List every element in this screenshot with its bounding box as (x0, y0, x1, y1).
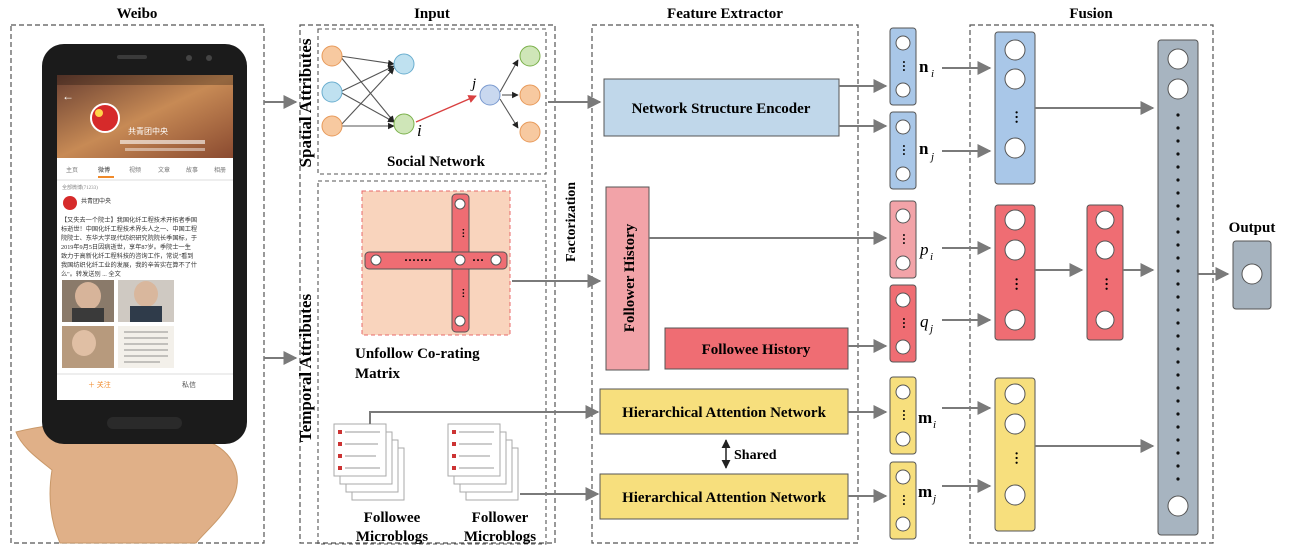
fusion-title: Fusion (1069, 6, 1113, 22)
back-arrow-icon[interactable]: ← (62, 89, 74, 103)
node-j-label: j (470, 76, 476, 92)
svg-text:致力于高新化纤工程科技的咨询工作，常说"看到: 致力于高新化纤工程科技的咨询工作，常说"看到 (61, 252, 193, 260)
svg-text:Followee History: Followee History (702, 342, 811, 358)
matrix-label-line2: Matrix (355, 366, 400, 382)
svg-text:我国纺织化纤工业的发展，我的辛苦实在算不了什: 我国纺织化纤工业的发展，我的辛苦实在算不了什 (61, 261, 197, 269)
input-title: Input (414, 6, 450, 22)
feature-extractor-title: Feature Extractor (667, 6, 783, 22)
follower-microblogs-line1: Follower (472, 510, 529, 526)
svg-text:···: ··· (897, 144, 911, 156)
svg-text:i: i (930, 251, 933, 263)
svg-text:···: ··· (1008, 277, 1023, 291)
account-name: 共青团中央 (128, 126, 168, 136)
svg-text:···: ··· (897, 317, 911, 329)
han-top: Hierarchical Attention Network (599, 388, 849, 435)
svg-text:m: m (918, 482, 932, 501)
svg-text:【又失去一个院士】我国化纤工程技术开拓者季国: 【又失去一个院士】我国化纤工程技术开拓者季国 (61, 216, 197, 224)
follow-button[interactable]: ＋ 关注 (88, 380, 111, 389)
followee-microblogs-line1: Followee (364, 510, 421, 526)
svg-text:j: j (931, 493, 936, 505)
svg-text:2019年9月5日因病逝世，享年87岁。季院士一生: 2019年9月5日因病逝世，享年87岁。季院士一生 (61, 243, 191, 251)
svg-text:j: j (928, 323, 933, 335)
svg-text:Hierarchical Attention Network: Hierarchical Attention Network (622, 405, 827, 421)
social-network-label: Social Network (387, 154, 486, 170)
fusion-yellow-layer: ··· (994, 377, 1036, 532)
tab-video[interactable]: 视频 (129, 166, 141, 174)
fusion-concat-layer (1157, 39, 1199, 536)
post-text: 【又失去一个院士】我国化纤工程技术开拓者季国 标逝世！中国化纤工程技术界头人之一… (61, 216, 197, 278)
weibo-title: Weibo (117, 6, 158, 22)
user-node (321, 45, 541, 143)
svg-text:Follower History: Follower History (622, 223, 638, 332)
factorization-label: Factorization (564, 182, 579, 262)
tab-stories[interactable]: 故事 (186, 166, 198, 174)
followee-microblogs-stack (333, 423, 405, 501)
svg-text:···: ··· (1008, 110, 1023, 124)
phone-illustration: ← 共青团中央 主页 微博 视频 文章 故事 相册 全部微博(71233) 共青… (15, 44, 247, 544)
svg-text:·······: ······· (404, 253, 432, 267)
edge-i-to-j (415, 95, 477, 123)
fusion-blue-layer: ··· (994, 31, 1036, 185)
svg-text:n: n (919, 139, 929, 158)
temporal-panel: ······· ··· ··· ··· Unfollow Co-rating M… (317, 180, 547, 545)
svg-text:···: ··· (897, 409, 911, 421)
svg-text:m: m (918, 408, 932, 427)
follower-history: Follower History (605, 186, 650, 371)
svg-text:i: i (931, 68, 934, 80)
fusion-red-layer-2: ··· (1086, 204, 1124, 341)
svg-text:···: ··· (457, 288, 468, 298)
vector-p-i: ··· p i (889, 200, 933, 279)
han-bottom: Hierarchical Attention Network (599, 473, 849, 520)
output-node: Output (1229, 220, 1276, 310)
tab-home[interactable]: 主页 (66, 166, 78, 174)
shared-label: Shared (734, 448, 777, 463)
vector-m-i: ··· m i (889, 376, 936, 455)
svg-text:q: q (920, 312, 929, 331)
profile-tabs: 主页 微博 视频 文章 故事 相册 (57, 166, 233, 181)
svg-text:···: ··· (1008, 451, 1023, 465)
vector-n-j: ··· n j (889, 111, 934, 190)
post-count: 全部微博(71233) (62, 184, 98, 191)
matrix-label-line1: Unfollow Co-rating (355, 346, 480, 362)
svg-text:n: n (919, 57, 929, 76)
svg-text:···: ··· (472, 253, 484, 267)
profile-cover (57, 75, 233, 158)
svg-text:院院士、东华大学现代纺织研究院院长季国标，于: 院院士、东华大学现代纺织研究院院长季国标，于 (61, 234, 197, 242)
output-label: Output (1229, 220, 1276, 236)
tab-album[interactable]: 相册 (214, 166, 226, 174)
svg-text:···: ··· (1098, 277, 1113, 291)
network-structure-encoder: Network Structure Encoder (603, 78, 840, 137)
follower-microblogs-stack (447, 423, 519, 501)
node-i-label: i (417, 121, 422, 140)
svg-text:···: ··· (897, 60, 911, 72)
followee-microblogs-line2: Microblogs (356, 529, 428, 545)
avatar (90, 103, 120, 133)
svg-text:···: ··· (457, 228, 468, 238)
followee-history: Followee History (664, 327, 849, 370)
follower-microblogs-line2: Microblogs (464, 529, 536, 545)
post-author: 共青团中央 (81, 197, 111, 205)
svg-text:···: ··· (897, 233, 911, 245)
input-section: Input (299, 6, 556, 544)
svg-text:么"。转发送别 ... 全文: 么"。转发送别 ... 全文 (61, 270, 121, 278)
temporal-attributes-label: Temporal Attributes (296, 294, 315, 443)
social-network-panel: i j Social Network (317, 28, 547, 175)
tab-articles[interactable]: 文章 (158, 166, 170, 174)
svg-text:···: ··· (897, 494, 911, 506)
post-photos (62, 280, 174, 368)
tab-weibo[interactable]: 微博 (98, 166, 110, 174)
svg-text:p: p (919, 240, 929, 259)
vector-n-i: ··· n i (889, 27, 934, 106)
fusion-red-layer-1: ··· (994, 204, 1036, 341)
message-button[interactable]: 私信 (182, 380, 196, 389)
vector-q-j: ··· q j (889, 284, 933, 363)
svg-text:Network Structure Encoder: Network Structure Encoder (632, 101, 811, 117)
fusion-section: Fusion (969, 6, 1214, 544)
spatial-attributes-label: Spatial Attributes (296, 38, 315, 167)
svg-text:i: i (933, 419, 936, 431)
svg-text:标逝世！中国化纤工程技术界头人之一、中国工程: 标逝世！中国化纤工程技术界头人之一、中国工程 (61, 225, 197, 233)
svg-text:j: j (929, 151, 934, 163)
svg-text:Hierarchical Attention Network: Hierarchical Attention Network (622, 490, 827, 506)
vector-m-j: ··· m j (889, 461, 936, 540)
